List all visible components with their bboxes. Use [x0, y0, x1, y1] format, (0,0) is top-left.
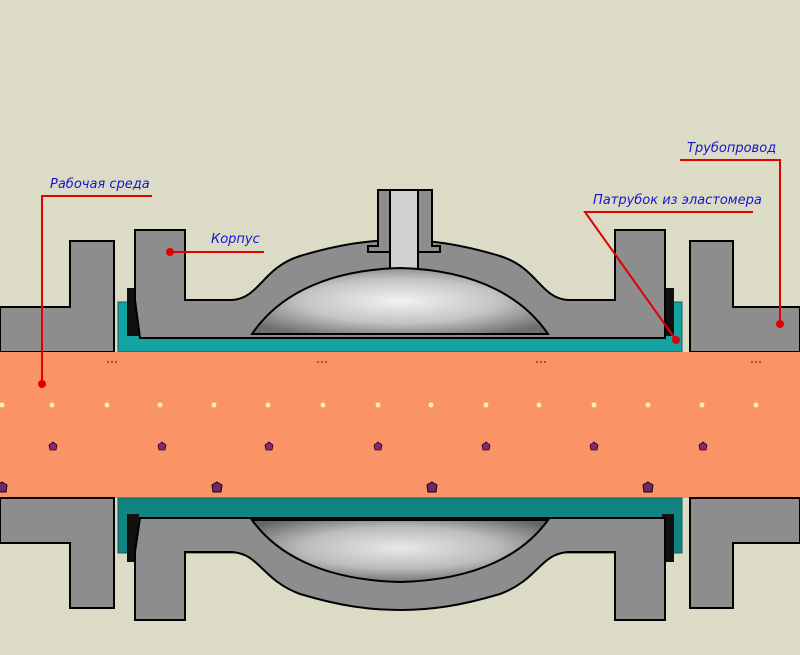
flow-particles-light [0, 402, 759, 408]
ball-bottom [250, 519, 550, 584]
right-pipe-flange-bottom [689, 497, 800, 609]
left-pipe-flange-bottom [0, 497, 115, 609]
label-pipeline: Трубопровод [687, 141, 777, 156]
label-elastomer-sleeve: Патрубок из эластомера [593, 193, 762, 208]
ball-top [250, 266, 550, 335]
leader-pipeline [680, 159, 781, 324]
left-pipe-flange-top [0, 240, 115, 353]
flow-particles-purple [48, 441, 708, 451]
right-pipe-flange-top [689, 240, 800, 353]
flow-particles-large [0, 481, 654, 493]
valve-stem [389, 189, 419, 271]
leader-working-medium [41, 195, 152, 384]
flow-particles-dark-small [107, 361, 761, 363]
leader-lines [41, 159, 781, 384]
leader-dots [38, 248, 784, 388]
label-body: Корпус [211, 232, 260, 247]
label-working-medium: Рабочая среда [50, 177, 150, 192]
working-medium-flow [0, 352, 800, 498]
leader-elastomer [583, 211, 753, 341]
